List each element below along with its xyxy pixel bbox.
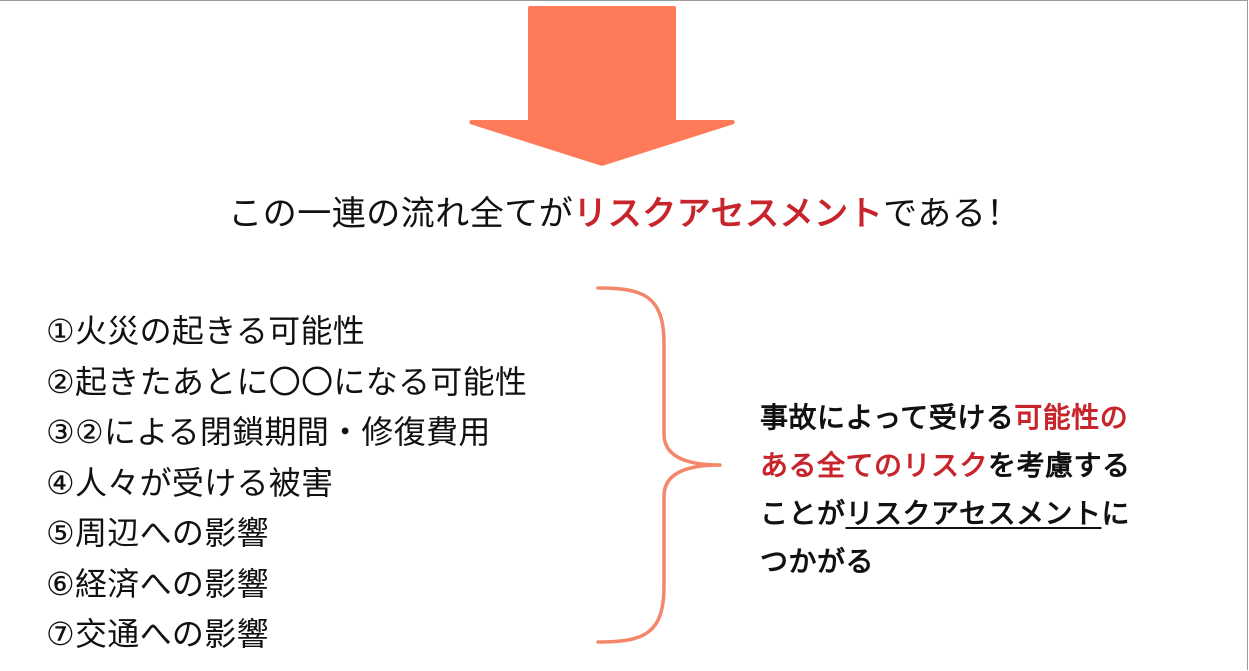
risk-factor-list: ①火災の起きる可能性 ②起きたあとに〇〇になる可能性 ③②による閉鎖期間・修復費…: [46, 306, 527, 660]
down-arrow-icon: [469, 6, 735, 166]
list-item: ②起きたあとに〇〇になる可能性: [46, 362, 528, 401]
summary-line-4: つかがる: [760, 545, 875, 578]
headline-text-before: この一連の流れ全てが: [228, 194, 574, 234]
summary-accent-segment: 可能性の: [1014, 401, 1129, 434]
summary-line-3: ことがリスクアセスメントに: [760, 490, 1220, 538]
headline-text-after: である！: [883, 194, 1021, 234]
right-curly-brace: [596, 286, 722, 644]
summary-accent-segment: ある全てのリスク: [760, 449, 989, 482]
summary-text-segment: 事故によって受ける: [760, 401, 1015, 434]
headline-accent-text: リスクアセスメント: [573, 194, 884, 234]
summary-text: 事故によって受ける可能性の ある全てのリスクを考慮する ことがリスクアセスメント…: [760, 394, 1220, 586]
summary-text-segment: に: [1101, 497, 1130, 530]
list-item: ③②による閉鎖期間・修復費用: [46, 413, 491, 451]
list-item: ⑤周辺への影響: [46, 514, 269, 552]
list-item: ⑦交通への影響: [46, 615, 269, 653]
summary-text-segment: ことが: [760, 497, 846, 530]
summary-line-2: ある全てのリスクを考慮する: [760, 442, 1220, 490]
list-item: ①火災の起きる可能性: [46, 312, 366, 350]
list-item: ④人々が受ける被害: [46, 463, 334, 502]
summary-text-segment: を考慮する: [988, 449, 1131, 482]
summary-underlined-segment: リスクアセスメント: [845, 497, 1102, 530]
headline: この一連の流れ全てがリスクアセスメントである！: [0, 190, 1249, 238]
list-item: ⑥経済への影響: [46, 564, 269, 603]
summary-line-1: 事故によって受ける可能性の: [760, 394, 1220, 442]
